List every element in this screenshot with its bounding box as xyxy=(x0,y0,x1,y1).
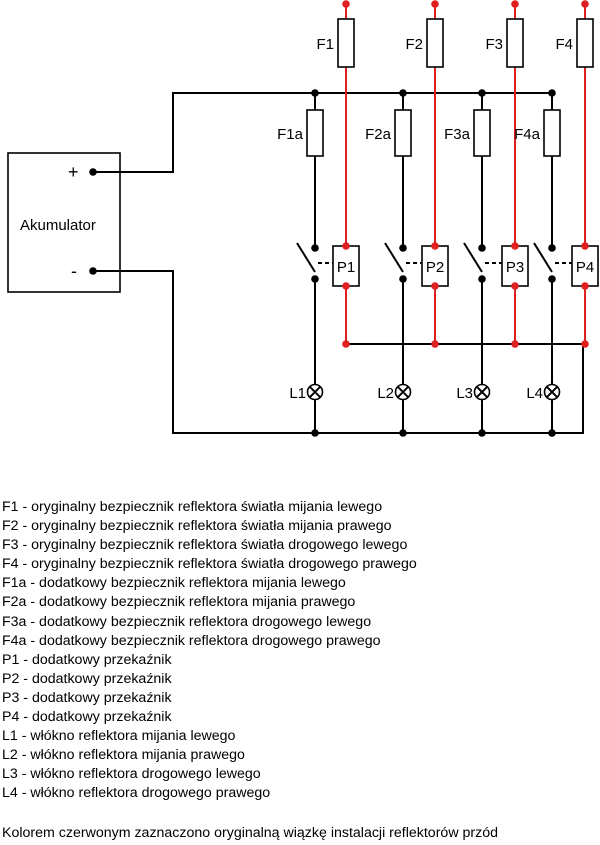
note-text: Kolorem czerwonym zaznaczono oryginalną … xyxy=(2,825,498,841)
ground-wire xyxy=(93,270,584,434)
junction-dot xyxy=(342,0,350,8)
additional-fuse-label: F1a xyxy=(277,126,304,143)
original-fuse-label: F1 xyxy=(316,36,334,53)
junction-dot xyxy=(548,244,556,252)
original-fuse-2 xyxy=(426,18,444,68)
additional-fuse-3 xyxy=(473,109,491,157)
legend-item: P4 - dodatkowy przekaźnik xyxy=(2,709,172,726)
additional-fuse-label: F2a xyxy=(365,126,392,143)
legend-item: L4 - włókno reflektora drogowego prawego xyxy=(2,785,271,802)
junction-dot xyxy=(311,244,319,252)
additional-fuse-label: F3a xyxy=(444,126,471,143)
relay-label: P4 xyxy=(576,259,594,276)
junction-dot xyxy=(431,0,439,8)
legend-item: P1 - dodatkowy przekaźnik xyxy=(2,651,172,668)
lamp-label: L3 xyxy=(456,385,473,402)
legend-item: L3 - włókno reflektora drogowego lewego xyxy=(2,766,261,783)
legend-item: F2 - oryginalny bezpiecznik reflektora ś… xyxy=(2,518,392,535)
relay-label: P1 xyxy=(337,259,355,276)
junction-dot xyxy=(581,242,589,250)
junction-dot xyxy=(478,244,486,252)
lamp-cross-3 xyxy=(475,385,489,399)
junction-dot xyxy=(431,282,439,290)
junction-dot xyxy=(342,282,350,290)
lamp-cross-2 xyxy=(396,385,410,399)
lamp-cross-4 xyxy=(545,385,559,399)
junction-dot xyxy=(342,340,350,348)
junction-dot xyxy=(311,429,319,437)
relay-label: P3 xyxy=(506,259,524,276)
lamp-label: L4 xyxy=(526,385,543,402)
original-fuse-label: F3 xyxy=(485,36,503,53)
relay-contact-3 xyxy=(463,242,483,273)
junction-dot xyxy=(399,275,407,283)
legend-item: L1 - włókno reflektora mijania lewego xyxy=(2,728,236,745)
legend-item: F4 - oryginalny bezpiecznik reflektora ś… xyxy=(2,556,417,573)
battery-minus-sign: - xyxy=(71,261,77,281)
junction-dot xyxy=(478,89,486,97)
relay-label: P2 xyxy=(426,259,444,276)
battery-plus-sign: + xyxy=(68,162,79,182)
relay-contact-2 xyxy=(384,242,404,273)
original-fuse-label: F4 xyxy=(555,36,573,53)
junction-dot xyxy=(478,275,486,283)
junction-dot xyxy=(548,429,556,437)
additional-fuse-2 xyxy=(394,109,412,157)
battery-label: Akumulator xyxy=(20,217,96,234)
original-fuse-4 xyxy=(576,18,594,68)
junction-dot xyxy=(311,89,319,97)
junction-dot xyxy=(399,244,407,252)
original-fuse-1 xyxy=(337,18,355,68)
junction-dot xyxy=(311,275,319,283)
additional-fuse-label: F4a xyxy=(514,126,541,143)
legend-item: F1a - dodatkowy bezpiecznik reflektora m… xyxy=(2,575,346,592)
relay-box-4 xyxy=(571,245,599,287)
junction-dot xyxy=(581,0,589,8)
junction-dot xyxy=(399,89,407,97)
original-fuse-label: F2 xyxy=(405,36,423,53)
positive-supply-wire xyxy=(93,92,552,173)
junction-dot xyxy=(511,0,519,8)
junction-dot xyxy=(581,340,589,348)
legend-item: F2a - dodatkowy bezpiecznik reflektora m… xyxy=(2,594,356,611)
legend-list: F1 - oryginalny bezpiecznik reflektora ś… xyxy=(2,498,417,804)
relay-contact-1 xyxy=(296,242,316,273)
relay-box-2 xyxy=(421,245,449,287)
junction-dot xyxy=(478,429,486,437)
junction-dot xyxy=(548,275,556,283)
junction-dot xyxy=(511,282,519,290)
legend-item: F3 - oryginalny bezpiecznik reflektora ś… xyxy=(2,537,408,554)
junction-dot xyxy=(511,242,519,250)
junction-dot xyxy=(431,242,439,250)
junction-dot xyxy=(581,282,589,290)
relay-contact-4 xyxy=(533,242,553,273)
legend-item: L2 - włókno reflektora mijania prawego xyxy=(2,747,245,764)
additional-fuse-4 xyxy=(543,109,561,157)
legend-item: F3a - dodatkowy bezpiecznik reflektora d… xyxy=(2,613,372,630)
lamp-cross-1 xyxy=(308,385,322,399)
legend-item: F4a - dodatkowy bezpiecznik reflektora d… xyxy=(2,632,381,649)
legend-item: P2 - dodatkowy przekaźnik xyxy=(2,670,172,687)
junction-dot xyxy=(511,340,519,348)
junction-dot xyxy=(342,242,350,250)
battery-box xyxy=(7,152,121,293)
legend-item: P3 - dodatkowy przekaźnik xyxy=(2,689,172,706)
junction-dot xyxy=(548,89,556,97)
legend-item: F1 - oryginalny bezpiecznik reflektora ś… xyxy=(2,499,383,515)
junction-dot xyxy=(399,429,407,437)
additional-fuse-1 xyxy=(306,109,324,157)
lamp-label: L2 xyxy=(377,385,394,402)
original-fuse-3 xyxy=(506,18,524,68)
junction-dot xyxy=(431,340,439,348)
lamp-label: L1 xyxy=(289,385,306,402)
